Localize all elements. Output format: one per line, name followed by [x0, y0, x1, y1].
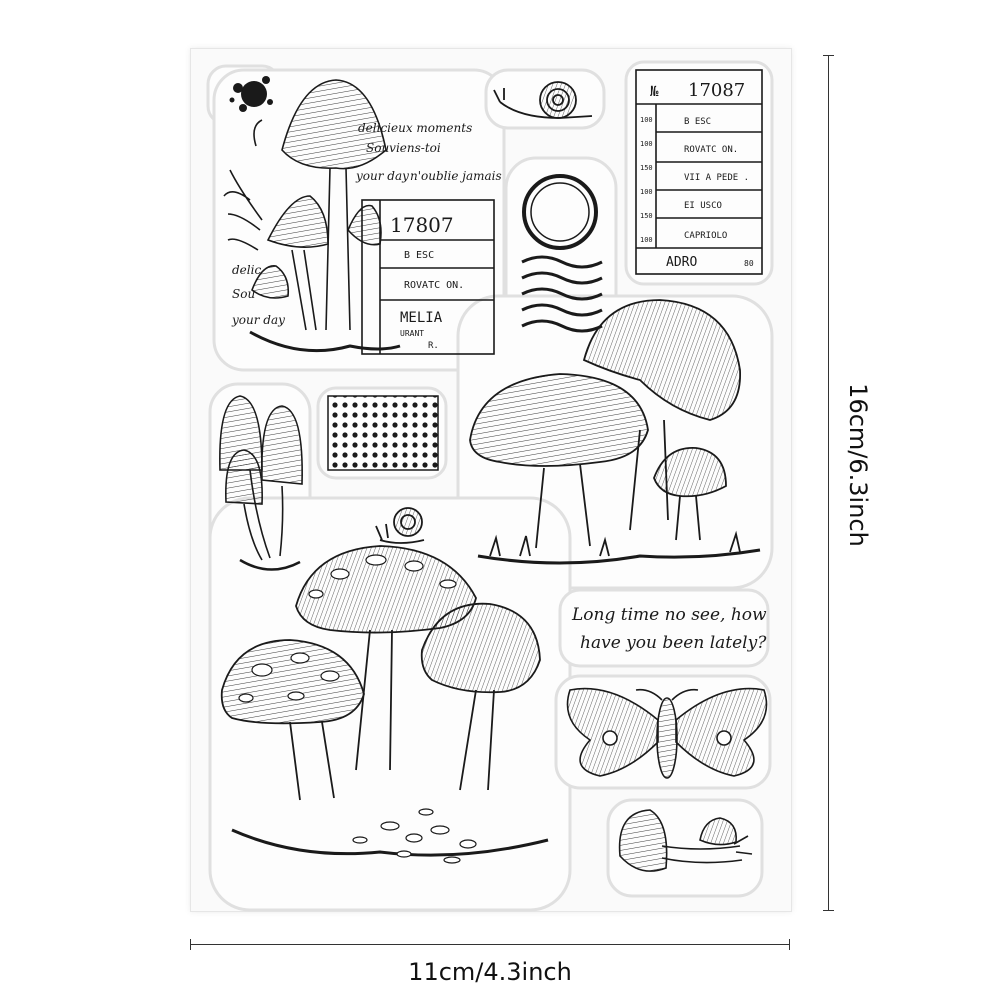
script-small-2: Sou: [232, 287, 255, 301]
ticket-large-side-1: 100: [640, 140, 653, 148]
script-line-4: n'oublie jamais: [410, 169, 502, 183]
ink-cap-mushroom-stamp: [219, 395, 303, 571]
ticket-large-row-2: VII A PEDE .: [684, 173, 749, 183]
ticket-small-row1: B ESC: [404, 250, 434, 261]
ticket-large-side-2: 150: [640, 164, 653, 172]
quote-line-1: Long time no see, how: [571, 605, 767, 625]
script-line-1: delicieux moments: [358, 121, 472, 135]
ticket-small-row2: ROVATC ON.: [404, 280, 464, 291]
ticket-large-footer: ADRO: [666, 255, 697, 270]
ticket-small-number: 17807: [390, 213, 454, 237]
ticket-small-row3b: URANT: [400, 329, 424, 338]
ink-splatter: [229, 76, 273, 112]
snail-stamp: [493, 81, 593, 119]
script-small-1: delic: [232, 263, 261, 277]
postmark-stamp: [521, 174, 603, 333]
ticket-large-footer-num: 80: [744, 259, 754, 268]
polka-dot-stamp: [327, 395, 439, 471]
script-line-3: your day: [355, 169, 409, 183]
quote-stamp: Long time no see, how have you been late…: [571, 605, 767, 653]
large-mushroom-stamp: [469, 299, 761, 565]
ticket-large-side-4: 150: [640, 212, 653, 220]
height-dimension-tick-bottom: [823, 910, 834, 911]
width-dimension-tick-right: [789, 939, 790, 950]
width-dimension-label: 11cm/4.3inch: [408, 958, 572, 986]
moth-stamp: [566, 687, 768, 779]
width-dimension-line: [190, 944, 790, 945]
ticket-large-stamp: [635, 69, 763, 275]
script-small-3: your day: [231, 313, 285, 327]
ticket-large-row-3: EI USCO: [684, 201, 722, 211]
ticket-large-row-1: ROVATC ON.: [684, 145, 738, 155]
height-dimension-tick-top: [823, 55, 834, 56]
mushroom-cluster-stamp: [220, 507, 549, 864]
ticket-small-row3c: R.: [428, 341, 439, 351]
ticket-large-row-0: B ESC: [684, 117, 711, 127]
height-dimension-line: [828, 55, 829, 911]
ticket-large-prefix: №: [650, 84, 659, 100]
small-mushroom-stamp: [618, 809, 753, 872]
ticket-small-stamp: [361, 199, 495, 355]
ticket-large-side-0: 100: [640, 116, 653, 124]
ticket-large-row-4: CAPRIOLO: [684, 231, 727, 241]
width-dimension-tick-left: [190, 939, 191, 950]
height-dimension-label: 16cm/6.3inch: [844, 383, 872, 547]
ticket-large-side-3: 100: [640, 188, 653, 196]
script-line-2: Souviens-toi: [366, 141, 441, 155]
ticket-large-side-5: 100: [640, 236, 653, 244]
quote-line-2: have you been lately?: [580, 633, 767, 653]
tall-mushroom-stamp: [223, 79, 401, 353]
script-words: delicieux moments Souviens-toi your day …: [231, 121, 502, 327]
ticket-small-row3: MELIA: [400, 310, 443, 326]
ticket-large-number: 17087: [688, 80, 745, 101]
